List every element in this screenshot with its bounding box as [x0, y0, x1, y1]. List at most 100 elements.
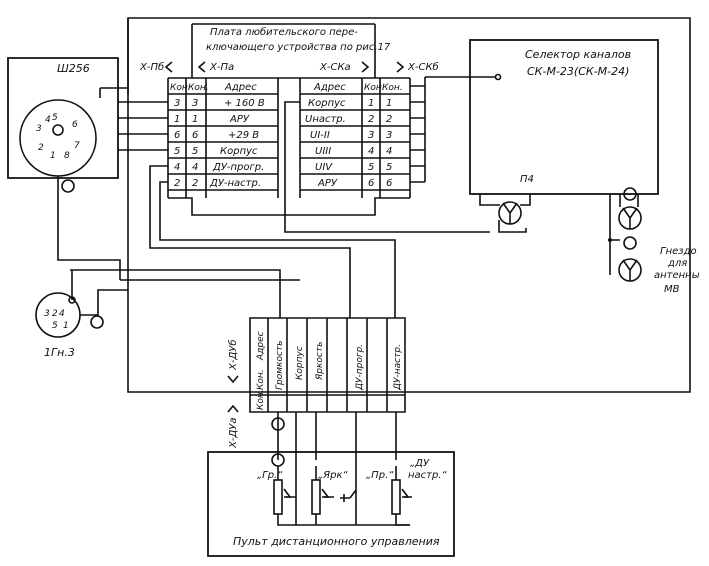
right-row-2-c1: 2	[368, 114, 374, 125]
right-row-6-c1: 6	[368, 178, 374, 189]
connector-mark-x-skb	[396, 61, 405, 73]
left-table-header-address: Адрес	[224, 82, 257, 93]
left-row-1-c1: 3	[174, 98, 180, 109]
remote-label-du2: настр.“	[408, 470, 448, 481]
right-table-header-kon2: Кон.	[382, 83, 403, 93]
right-table-header-kon1: Кон.	[364, 83, 385, 93]
left-row-5-address: ДУ-прогр.	[212, 162, 264, 173]
socket-sh-pin-1: 1	[50, 151, 56, 161]
left-row-1-address: + 160 В	[224, 98, 265, 109]
left-table-header-kon1: Кон.	[170, 83, 191, 93]
selector-input-terminal	[494, 73, 502, 81]
left-table-header-kon2: Кон.	[188, 83, 209, 93]
connector-mark-x-dua	[227, 404, 239, 413]
board-title-line2: ключающего устройства по рис.17	[206, 42, 391, 53]
connector-label-x-skb: Х-СКб	[407, 61, 439, 73]
left-row-2-c2: 1	[192, 114, 198, 125]
right-row-5-address: UIV	[315, 162, 333, 173]
right-row-2-address: Uнастр.	[305, 114, 346, 125]
socket-sh-pin-5: 5	[52, 113, 58, 123]
du-plug-1	[271, 417, 285, 431]
right-row-3-c1: 3	[368, 130, 374, 141]
channel-selector-model: СК-М-23(СК-М-24)	[527, 65, 629, 78]
connector-mark-x-pb	[164, 61, 173, 73]
left-row-5-c2: 4	[192, 162, 198, 173]
board-outline	[167, 23, 411, 216]
du-header-kon1: Кон.	[256, 389, 266, 410]
socket-sh-pin-3: 3	[36, 124, 42, 134]
connector-mark-x-pa	[197, 61, 206, 73]
remote-label-du1: „ДУ	[410, 458, 430, 469]
remote-control-box	[207, 451, 455, 557]
right-row-4-c1: 4	[368, 146, 374, 157]
wires-socket-to-board	[99, 18, 168, 151]
right-row-5-c2: 5	[386, 162, 392, 173]
du-signal-ground: Корпус	[295, 346, 305, 380]
du-signal-loudness: Громкость	[275, 341, 285, 390]
left-row-4-c2: 5	[192, 146, 198, 157]
right-row-1-address: Корпус	[308, 98, 346, 109]
remote-label-yark: „Ярк“	[318, 470, 349, 481]
socket-sh-pin-2: 2	[38, 143, 44, 153]
du-header-kon2: Кон.	[256, 369, 266, 390]
left-row-5-c1: 4	[174, 162, 180, 173]
connector-mark-x-ska	[361, 61, 370, 73]
left-row-1-c2: 3	[192, 98, 198, 109]
socket-sh-pin-4: 4	[45, 115, 51, 125]
antenna-socket	[608, 187, 642, 282]
right-row-1-c2: 1	[386, 98, 392, 109]
right-terminal-table: Адрес Кон. Кон. Корпус 1 1 Uнастр. 2 2 U…	[299, 78, 410, 198]
left-row-4-address: Корпус	[220, 146, 258, 157]
channel-selector-title: Селектор каналов	[525, 48, 631, 61]
wires-board-to-selector	[410, 76, 496, 183]
right-row-6-c2: 6	[386, 178, 392, 189]
channel-selector-box	[469, 39, 659, 195]
right-row-1-c1: 1	[368, 98, 374, 109]
jack-1gn3	[35, 270, 128, 338]
right-row-4-address: UIII	[315, 146, 331, 157]
jack-pin-4: 4	[59, 309, 65, 319]
left-row-2-address: АРУ	[229, 114, 250, 125]
remote-title: Пульт дистанционного управления	[233, 535, 440, 548]
left-row-3-c2: 6	[192, 130, 198, 141]
du-header-address: Адрес	[256, 331, 266, 361]
socket-sh256	[7, 57, 119, 193]
connector-mark-x-dub	[227, 375, 239, 384]
socket-sh-pin-8: 8	[64, 151, 70, 161]
p4-rf-jack	[479, 194, 531, 233]
socket-sh-name: Ш256	[57, 62, 90, 75]
jack-pin-1: 1	[63, 321, 69, 331]
antenna-label-1: Гнездо	[660, 246, 697, 257]
wires-board-to-du	[57, 101, 490, 318]
socket-sh-pin-6: 6	[72, 120, 78, 130]
connector-label-x-dub: Х-ДУб	[227, 339, 239, 371]
frame-wire	[127, 17, 691, 393]
left-row-2-c1: 1	[174, 114, 180, 125]
wires-du-to-remote	[277, 412, 397, 525]
loudness-potentiometer	[273, 466, 296, 526]
left-row-4-c1: 5	[174, 146, 180, 157]
du-signal-program: ДУ-прогр.	[355, 344, 365, 391]
right-row-2-c2: 2	[386, 114, 392, 125]
brightness-potentiometer	[311, 466, 334, 525]
jack-pin-3: 3	[44, 309, 50, 319]
du-connector-table	[249, 317, 406, 413]
right-row-5-c1: 5	[368, 162, 374, 173]
connector-label-x-pa: Х-Па	[209, 62, 234, 73]
right-row-6-address: АРУ	[317, 178, 338, 189]
jack-pin-2: 2	[52, 309, 58, 319]
left-terminal-table: Кон. Кон. Адрес 3 3 + 160 В 1 1 АРУ 6 6 …	[168, 78, 279, 198]
jack-name: 1Гн.3	[44, 346, 75, 359]
jack-pin-5: 5	[52, 321, 58, 331]
left-row-6-c1: 2	[174, 178, 180, 189]
antenna-label-4: МВ	[664, 284, 680, 295]
antenna-label-2: для	[667, 258, 687, 269]
socket-sh-pin-7: 7	[74, 141, 80, 151]
program-switch	[340, 489, 357, 525]
connector-label-x-ska: Х-СКа	[319, 62, 351, 73]
left-row-6-address: ДУ-настр.	[209, 178, 261, 189]
left-row-3-c1: 6	[174, 130, 180, 141]
right-table-header-address: Адрес	[313, 82, 346, 93]
du-signal-brightness: Яркость	[315, 342, 325, 381]
